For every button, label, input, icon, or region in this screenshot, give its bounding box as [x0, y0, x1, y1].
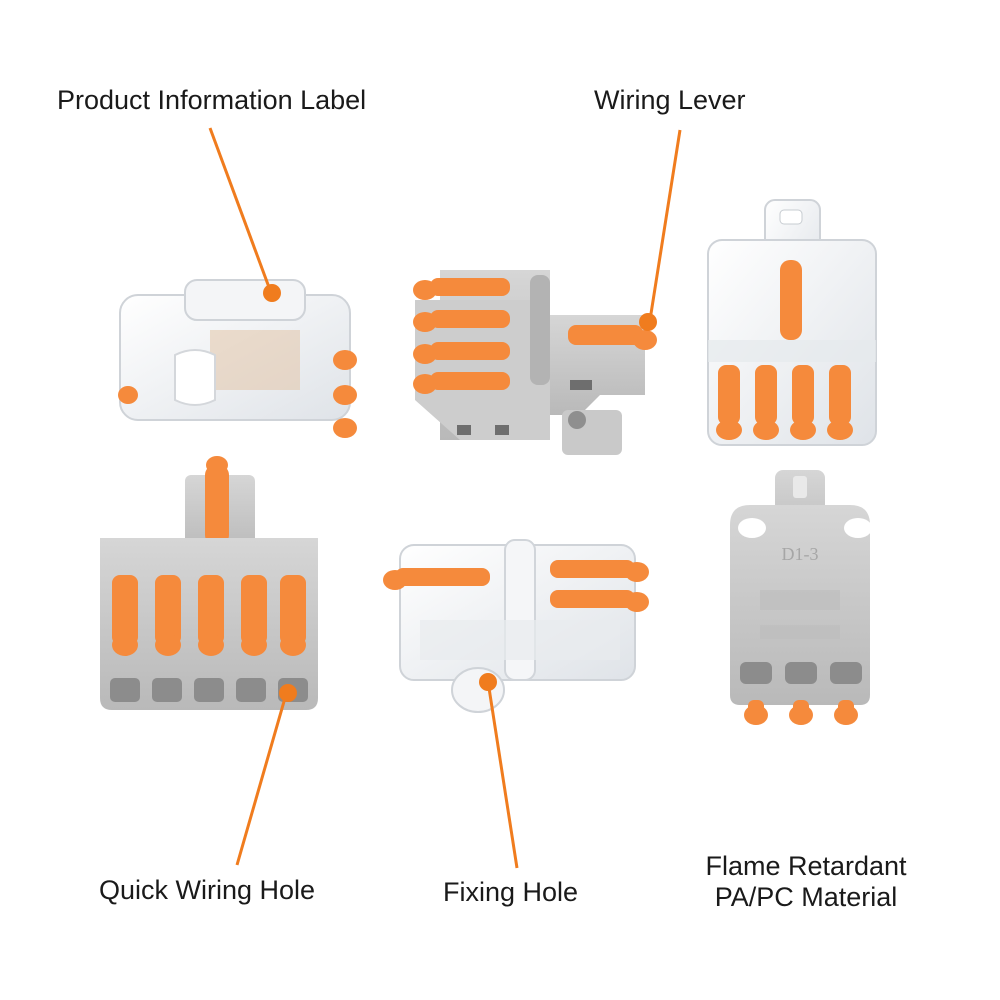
- callout-lines: [208, 127, 682, 869]
- label-product-information: Product Information Label: [57, 85, 367, 115]
- connector-clear-top-right: [707, 199, 877, 446]
- connector-clear-bottom-center: [383, 539, 649, 713]
- connector-gray-bottom-left: [100, 456, 318, 710]
- wiring-lever-callout-dot: [639, 313, 657, 331]
- connector-gray-bottom-right: D1-3: [730, 470, 872, 725]
- fixing-hole-leader-line: [487, 687, 519, 869]
- product-info-leader-line: [208, 127, 272, 291]
- connector-gray-top-center: [413, 270, 657, 455]
- quick-wiring-hole-callout-dot: [279, 684, 297, 702]
- label-quick-wiring-hole: Quick Wiring Hole: [99, 875, 316, 905]
- model-marking: D1-3: [782, 544, 819, 564]
- label-fixing-hole: Fixing Hole: [443, 877, 579, 907]
- wiring-lever-leader-line: [648, 129, 682, 321]
- quick-wiring-hole-leader-line: [235, 697, 287, 866]
- label-material-line1: Flame Retardant: [705, 851, 907, 881]
- label-wiring-lever: Wiring Lever: [594, 85, 746, 115]
- label-material-line2: PA/PC Material: [714, 882, 898, 912]
- product-info-callout-dot: [263, 284, 281, 302]
- connector-clear-top-left: [118, 279, 357, 438]
- fixing-hole-callout-dot: [479, 673, 497, 691]
- label-material: Flame Retardant PA/PC Material: [690, 851, 922, 913]
